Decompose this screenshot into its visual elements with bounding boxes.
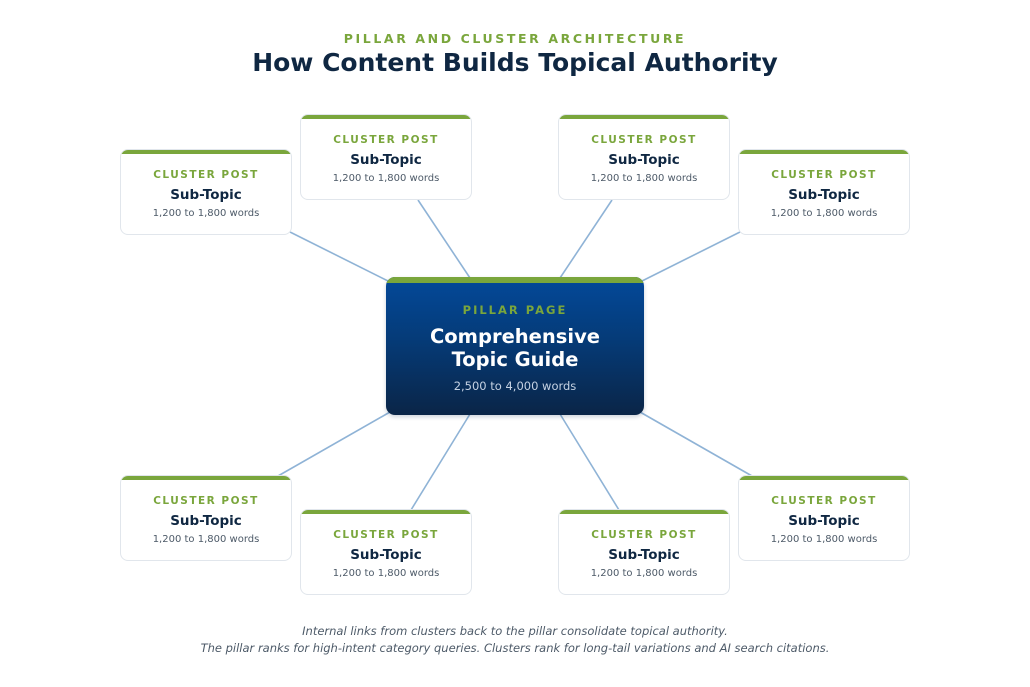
connector-line — [639, 231, 741, 283]
connector-line — [559, 199, 613, 279]
cluster-card: CLUSTER POST Sub-Topic 1,200 to 1,800 wo… — [558, 114, 730, 200]
connector-line — [417, 199, 471, 279]
pillar-tag: PILLAR PAGE — [462, 303, 568, 317]
card-accent-bar — [301, 115, 471, 119]
cluster-tag: CLUSTER POST — [771, 169, 877, 181]
pillar-card: PILLAR PAGE Comprehensive Topic Guide 2,… — [386, 277, 644, 415]
card-accent-bar — [386, 277, 644, 283]
cluster-card: CLUSTER POST Sub-Topic 1,200 to 1,800 wo… — [120, 475, 292, 561]
cluster-card: CLUSTER POST Sub-Topic 1,200 to 1,800 wo… — [300, 509, 472, 595]
cluster-word-count: 1,200 to 1,800 words — [152, 208, 260, 219]
connector-line — [410, 413, 471, 511]
cluster-tag: CLUSTER POST — [771, 495, 877, 507]
card-accent-bar — [559, 510, 729, 514]
cluster-tag: CLUSTER POST — [591, 529, 697, 541]
cluster-word-count: 1,200 to 1,800 words — [152, 534, 260, 545]
cluster-card: CLUSTER POST Sub-Topic 1,200 to 1,800 wo… — [558, 509, 730, 595]
cluster-title: Sub-Topic — [170, 187, 242, 203]
cluster-tag: CLUSTER POST — [153, 495, 259, 507]
cluster-title: Sub-Topic — [608, 547, 680, 563]
footnote-line: The pillar ranks for high-intent categor… — [200, 641, 830, 655]
cluster-word-count: 1,200 to 1,800 words — [590, 173, 698, 184]
cluster-card: CLUSTER POST Sub-Topic 1,200 to 1,800 wo… — [738, 149, 910, 235]
cluster-word-count: 1,200 to 1,800 words — [770, 534, 878, 545]
cluster-title: Sub-Topic — [350, 152, 422, 168]
card-accent-bar — [121, 150, 291, 154]
pillar-title-line: Topic Guide — [451, 348, 579, 371]
connector-line — [559, 413, 620, 511]
connector-line — [639, 411, 753, 477]
connector-line — [277, 411, 391, 477]
cluster-tag: CLUSTER POST — [333, 134, 439, 146]
cluster-tag: CLUSTER POST — [333, 529, 439, 541]
cluster-title: Sub-Topic — [788, 187, 860, 203]
card-accent-bar — [739, 476, 909, 480]
pillar-title: Comprehensive Topic Guide — [386, 325, 644, 371]
connector-line — [289, 231, 391, 283]
footnote-line: Internal links from clusters back to the… — [302, 624, 728, 638]
diagram-title: How Content Builds Topical Authority — [252, 48, 778, 77]
cluster-title: Sub-Topic — [350, 547, 422, 563]
cluster-word-count: 1,200 to 1,800 words — [332, 568, 440, 579]
pillar-title-line: Comprehensive — [429, 325, 601, 348]
cluster-card: CLUSTER POST Sub-Topic 1,200 to 1,800 wo… — [300, 114, 472, 200]
cluster-card: CLUSTER POST Sub-Topic 1,200 to 1,800 wo… — [120, 149, 292, 235]
diagram-kicker: PILLAR AND CLUSTER ARCHITECTURE — [343, 31, 687, 46]
card-accent-bar — [739, 150, 909, 154]
card-accent-bar — [121, 476, 291, 480]
pillar-word-count: 2,500 to 4,000 words — [453, 379, 577, 393]
cluster-title: Sub-Topic — [608, 152, 680, 168]
cluster-card: CLUSTER POST Sub-Topic 1,200 to 1,800 wo… — [738, 475, 910, 561]
cluster-word-count: 1,200 to 1,800 words — [590, 568, 698, 579]
card-accent-bar — [301, 510, 471, 514]
cluster-title: Sub-Topic — [170, 513, 242, 529]
cluster-tag: CLUSTER POST — [591, 134, 697, 146]
cluster-title: Sub-Topic — [788, 513, 860, 529]
card-accent-bar — [559, 115, 729, 119]
cluster-word-count: 1,200 to 1,800 words — [332, 173, 440, 184]
cluster-tag: CLUSTER POST — [153, 169, 259, 181]
cluster-word-count: 1,200 to 1,800 words — [770, 208, 878, 219]
